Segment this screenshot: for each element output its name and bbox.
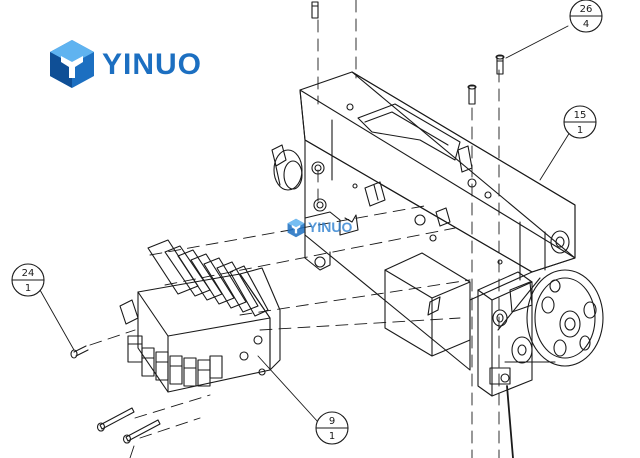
callout-15-bottom: 1 [577, 125, 583, 136]
callout-24: 24 1 [11, 263, 45, 297]
callout-26-top: 26 [580, 4, 593, 15]
screw-24 [70, 345, 89, 359]
screw-top [311, 1, 319, 19]
screw-mid [467, 84, 477, 105]
pulley-assembly [477, 230, 604, 458]
main-housing [271, 71, 576, 371]
callout-15-top: 15 [574, 110, 587, 121]
callout-9-top: 9 [329, 416, 335, 427]
watermark-text: YINUO [308, 219, 353, 235]
valve-manifold [119, 239, 281, 393]
long-screw-2 [122, 419, 161, 444]
long-screw-1 [96, 407, 135, 432]
callout-26-bottom: 4 [583, 19, 589, 30]
watermark: YINUO [286, 216, 366, 240]
center-block [384, 252, 471, 357]
callout-24-top: 24 [22, 268, 35, 279]
callout-9-bottom: 1 [329, 431, 335, 442]
brand-name: YINUO [102, 48, 203, 81]
callout-26: 26 4 [569, 0, 603, 33]
callout-24-bottom: 1 [25, 283, 31, 294]
watermark-logo-icon [287, 218, 305, 238]
callout-15: 15 1 [563, 105, 597, 139]
brand-logo-icon [50, 40, 94, 88]
brand-logo: YINUO [46, 38, 216, 94]
screw-26 [495, 54, 505, 75]
callout-leaders [39, 25, 571, 458]
callout-9: 9 1 [315, 411, 349, 445]
